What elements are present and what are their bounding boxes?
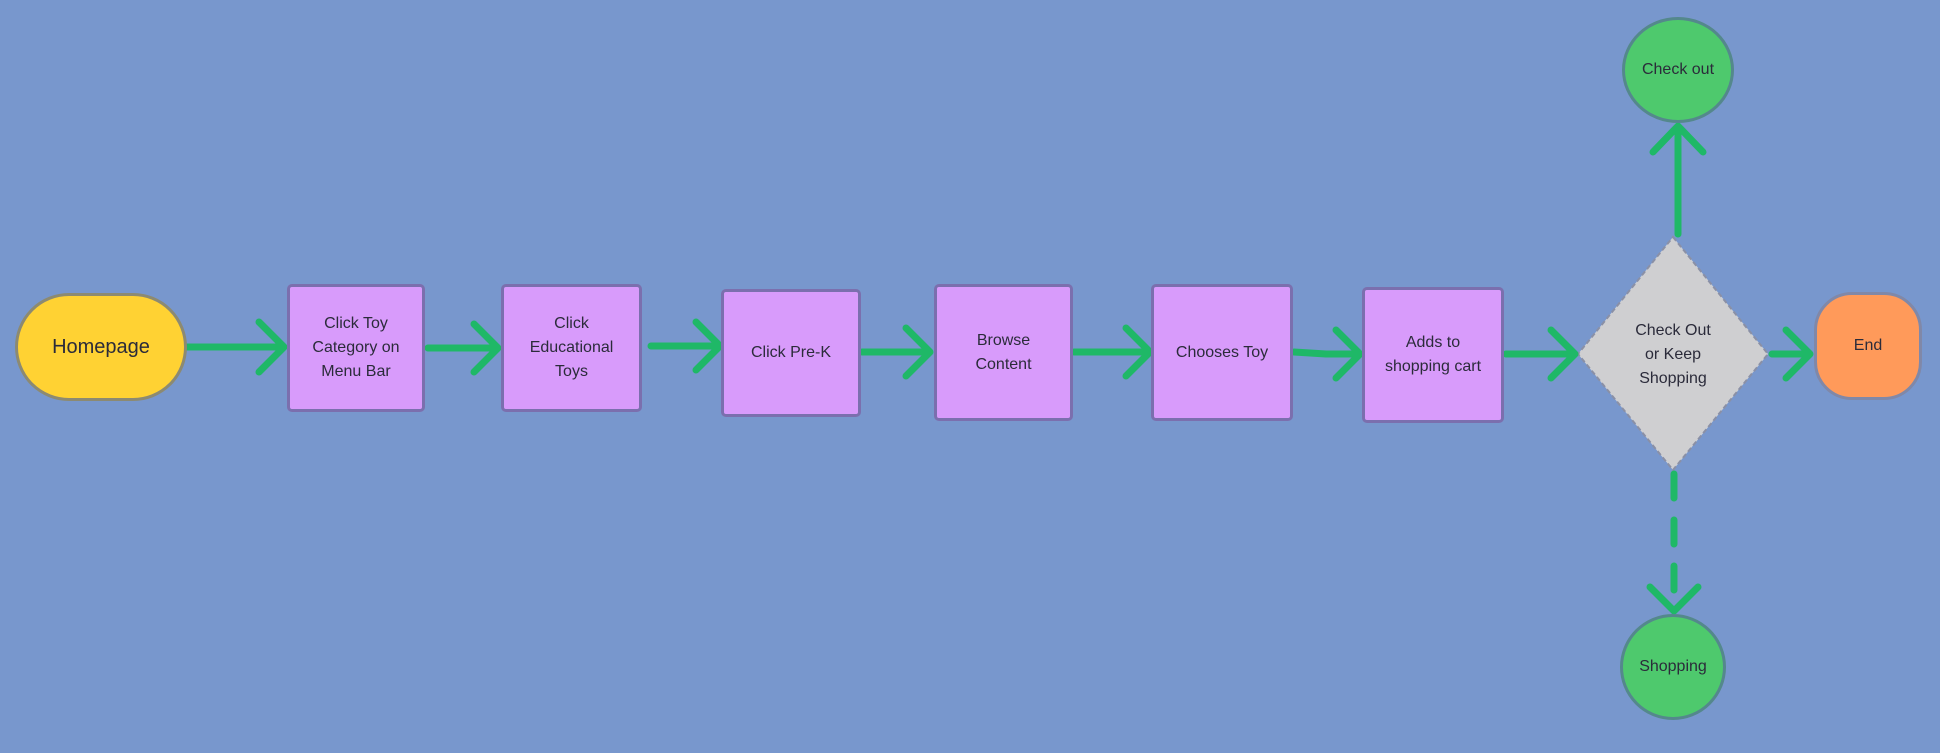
step-click-pre-k: Click Pre-K [721,289,861,417]
end-label: End [1853,337,1883,354]
arrow-to-chooses-toy [1070,324,1154,380]
shopping-label: Shopping [1639,658,1707,675]
step-click-educational-toys: Click Educational Toys [501,284,642,412]
arrow-decision-to-end [1768,326,1814,382]
step-label: Click Educational Toys [529,315,614,380]
step-label: Click Toy Category on Menu Bar [312,315,400,380]
homepage-start-node: Homepage [15,293,187,401]
arrow-to-browse-content [858,324,934,380]
arrow-to-click-pre-k [647,318,724,374]
shopping-node: Shopping [1620,614,1726,720]
check-out-node: Check out [1622,17,1734,123]
arrow-to-adds-to-cart [1290,326,1364,382]
step-browse-content: Browse Content [934,284,1073,421]
step-click-toy-category: Click Toy Category on Menu Bar [287,284,425,412]
arrow-decision-to-shopping-head [1646,583,1702,615]
decision-text: Check Out or Keep Shopping [1635,322,1711,387]
arrow-homepage-to-click-toy-category [183,318,288,376]
step-label: Adds to shopping cart [1384,334,1482,375]
decision-label: Check Out or Keep Shopping [1598,300,1748,410]
arrow-decision-to-check-out [1649,122,1707,238]
step-chooses-toy: Chooses Toy [1151,284,1293,421]
step-label: Chooses Toy [1175,343,1269,361]
end-node: End [1814,292,1922,400]
step-label: Click Pre-K [750,344,831,361]
homepage-label: Homepage [52,335,150,358]
arrow-to-decision [1502,326,1579,382]
step-adds-to-shopping-cart: Adds to shopping cart [1362,287,1504,423]
decision-diamond [1576,235,1770,472]
check-out-label: Check out [1641,61,1715,78]
step-label: Browse Content [975,331,1032,373]
arrow-to-click-educational-toys [424,320,502,376]
